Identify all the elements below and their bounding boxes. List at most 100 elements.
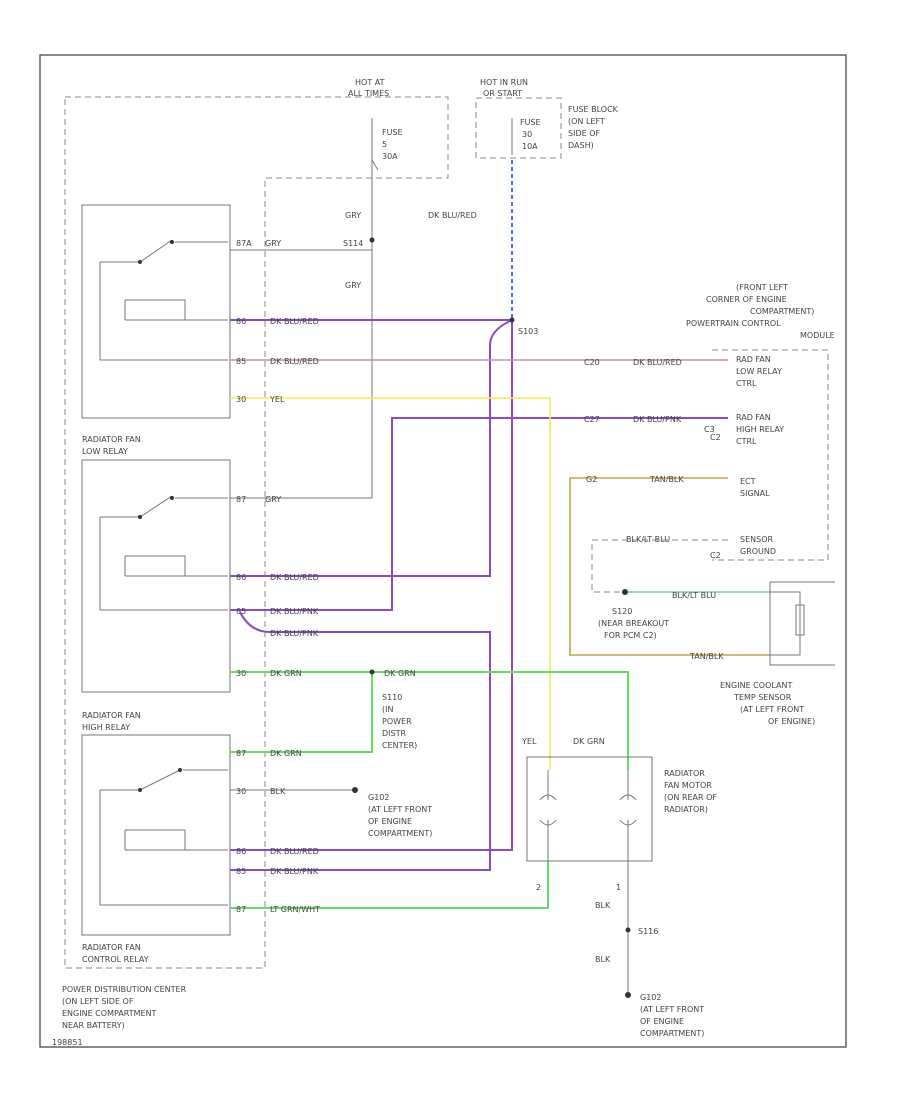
low-relay-internals <box>99 239 228 361</box>
splice-s103 <box>509 317 515 323</box>
label-low-relay-2: LOW RELAY <box>82 447 128 456</box>
wire-control-relay-86 <box>230 611 491 871</box>
label-ect-1: ECT <box>740 477 756 486</box>
label-s120-3: FOR PCM C2) <box>604 631 657 640</box>
label-g102b-2: (AT LEFT FRONT <box>640 1005 704 1014</box>
pin-30c: 30 <box>236 787 246 796</box>
wire-label-dbp3: DK BLU/PNK <box>270 629 319 638</box>
label-c2-top: C2 <box>710 433 721 442</box>
ground-g102 <box>625 992 631 998</box>
high-relay-internals <box>99 495 228 611</box>
pin-87d: 87 <box>236 905 246 914</box>
label-motor-pin2: 2 <box>536 883 541 892</box>
label-s110-3: POWER <box>382 717 412 726</box>
label-motor-3: (ON REAR OF <box>664 793 717 802</box>
label-pdc-1: POWER DISTRIBUTION CENTER <box>62 985 187 994</box>
label-pdc-2: (ON LEFT SIDE OF <box>62 997 134 1006</box>
label-fuse-block-3: SIDE OF <box>568 129 600 138</box>
label-control-relay-2: CONTROL RELAY <box>82 955 149 964</box>
wire-label-dbp1: DK BLU/PNK <box>633 415 682 424</box>
wire-label-gry-b: GRY <box>265 239 281 248</box>
wire-label-yel1: YEL <box>269 395 285 404</box>
label-s110-4: DISTR <box>382 729 406 738</box>
pdc-outline <box>64 96 449 969</box>
pin-85c: 85 <box>236 867 246 876</box>
wire-sensor-ground <box>591 539 728 593</box>
control-relay-box <box>81 734 231 936</box>
wire-label-c20: C20 <box>584 358 600 367</box>
wire-high-relay-85 <box>230 319 513 577</box>
label-ect-2: SIGNAL <box>740 489 770 498</box>
label-fuse30-num: 30 <box>522 130 532 139</box>
label-g102a-3: OF ENGINE <box>368 817 412 826</box>
wire-label-blk3: BLK <box>595 955 611 964</box>
wire-label-dbp4: DK BLU/PNK <box>270 867 319 876</box>
label-motor-1: RADIATOR <box>664 769 705 778</box>
pin-85b: 85 <box>236 607 246 616</box>
wire-label-gry-c: GRY <box>345 281 361 290</box>
wire-label-dkgrn1: DK GRN <box>270 669 302 678</box>
label-pdc-4: NEAR BATTERY) <box>62 1021 125 1030</box>
label-s103: S103 <box>518 327 538 336</box>
splice-s120 <box>622 589 628 595</box>
label-sgnd-2: GROUND <box>740 547 776 556</box>
label-pcm-4: POWERTRAIN CONTROL <box>686 319 781 328</box>
label-motor-2: FAN MOTOR <box>664 781 712 790</box>
wire-label-tan: TAN/BLK <box>649 475 684 484</box>
wire-label-tan2: TAN/BLK <box>689 652 724 661</box>
gry-power-wires <box>230 118 375 793</box>
wire-label-yel2: YEL <box>521 737 537 746</box>
label-motor-pin1: 1 <box>616 883 621 892</box>
fuse-block-outline <box>475 97 562 159</box>
label-high-relay-1: RADIATOR FAN <box>82 711 141 720</box>
wire-label-dkgrn4: DK GRN <box>573 737 605 746</box>
wire-label-dbp2: DK BLU/PNK <box>270 607 319 616</box>
wire-label-r5: DK BLU/RED <box>270 847 319 856</box>
wire-label-blk-lt2: BLK/LT BLU <box>672 591 716 600</box>
wire-label-blk1: BLK <box>270 787 286 796</box>
pcm-outline <box>712 349 829 561</box>
label-s116: S116 <box>638 927 658 936</box>
label-g102b-1: G102 <box>640 993 661 1002</box>
label-g102b-3: OF ENGINE <box>640 1017 684 1026</box>
label-sgnd-1: SENSOR <box>740 535 773 544</box>
motor-box <box>526 756 653 862</box>
wire-label-r4: DK BLU/RED <box>270 573 319 582</box>
label-fuse-block-1: FUSE BLOCK <box>568 105 619 114</box>
label-fuse5: FUSE <box>382 128 403 137</box>
label-s110-2: (IN <box>382 705 393 714</box>
wire-label-dkgrn2: DK GRN <box>384 669 416 678</box>
pin-30b: 30 <box>236 669 246 678</box>
label-s120-2: (NEAR BREAKOUT <box>598 619 669 628</box>
pin-86b: 86 <box>236 573 246 582</box>
wire-label-ltgrn: LT GRN/WHT <box>270 905 320 914</box>
label-footer: 198851 <box>52 1038 83 1047</box>
label-high-relay-2: HIGH RELAY <box>82 723 130 732</box>
label-hot-at-all-times-1: HOT AT <box>355 78 385 87</box>
splice-s110 <box>369 669 375 675</box>
wire-label-dk-blu-red: DK BLU/RED <box>428 211 477 220</box>
label-sensor-2: TEMP SENSOR <box>733 693 792 702</box>
label-fuse30: FUSE <box>520 118 541 127</box>
label-s114: S114 <box>343 239 363 248</box>
pin-85: 85 <box>236 357 246 366</box>
diagram-frame <box>39 54 847 1048</box>
wire-label-c27: C27 <box>584 415 600 424</box>
label-control-relay-1: RADIATOR FAN <box>82 943 141 952</box>
wire-label-r2: DK BLU/RED <box>270 317 319 326</box>
label-s110-1: S110 <box>382 693 402 702</box>
wire-label-r1: DK BLU/RED <box>633 358 682 367</box>
wire-label-blk2: BLK <box>595 901 611 910</box>
wire-label-dkgrn3: DK GRN <box>270 749 302 758</box>
label-low-relay-1: RADIATOR FAN <box>82 435 141 444</box>
label-low-ctrl-2: LOW RELAY <box>736 367 782 376</box>
wire-tan-blk <box>569 477 770 656</box>
wire-yel <box>230 397 551 770</box>
label-g102a-4: COMPARTMENT) <box>368 829 432 838</box>
label-sensor-3: (AT LEFT FRONT <box>740 705 804 714</box>
label-g102b-4: COMPARTMENT) <box>640 1029 704 1038</box>
label-low-ctrl-3: CTRL <box>736 379 757 388</box>
wire-label-gry-d: GRY <box>265 495 281 504</box>
label-fuse5-amp: 30A <box>382 152 398 161</box>
